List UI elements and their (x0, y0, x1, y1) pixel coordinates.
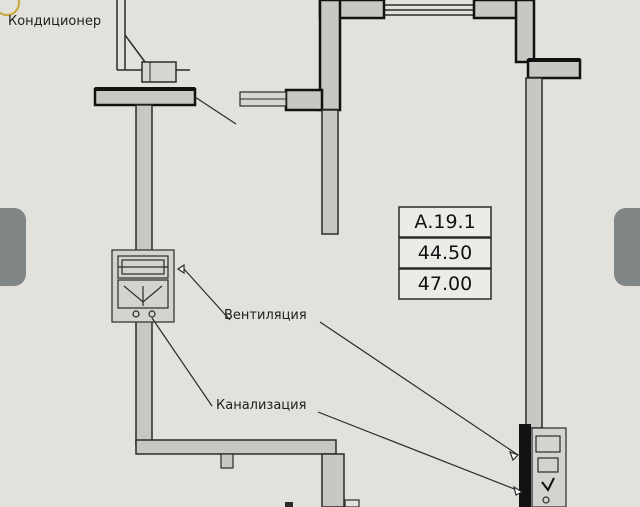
sewerage-label: Канализация (216, 398, 307, 413)
leader-lines (151, 268, 524, 496)
gallery-prev-tab[interactable] (0, 208, 26, 286)
bathroom-shaft (531, 427, 567, 507)
area-table (398, 206, 492, 300)
total-area-value: 47.00 (417, 273, 473, 295)
bottom-stubs (285, 499, 360, 507)
conditioner-label: Кондиционер (8, 14, 102, 29)
gallery-next-tab[interactable] (614, 208, 640, 286)
logo-ring-icon (0, 0, 20, 16)
top-window-line (384, 4, 474, 16)
apartment-code: А.19.1 (414, 211, 476, 233)
conditioner-unit (141, 61, 177, 83)
left-upper-walls (116, 0, 190, 71)
living-area-value: 44.50 (417, 242, 473, 264)
utility-shaft (111, 249, 185, 323)
upper-pillar-walls (239, 0, 386, 235)
right-top-walls (472, 0, 582, 80)
ventilation-label: Вентиляция (224, 308, 307, 323)
